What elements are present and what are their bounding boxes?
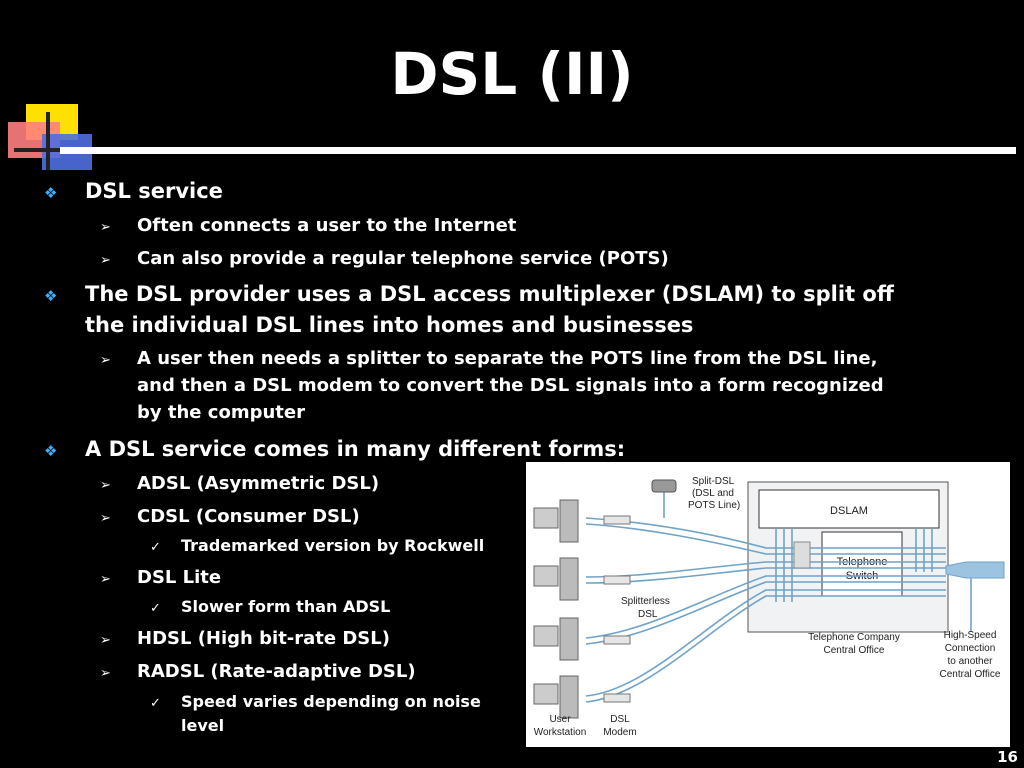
bullet-marker: ❖ — [44, 287, 58, 305]
dslam-box — [758, 489, 940, 529]
workstation-icon — [533, 675, 579, 719]
splitterless-label-2: DSL — [638, 609, 658, 620]
page-number: 16 — [997, 748, 1018, 766]
slide-logo-decoration — [8, 104, 92, 170]
dsl-modems — [603, 515, 631, 703]
sub-bullet-marker: ➢ — [100, 353, 111, 368]
split-dsl-label-2: (DSL and — [692, 488, 734, 499]
bullet-dslam-line1: The DSL provider uses a DSL access multi… — [85, 282, 894, 306]
sub-bullet-marker: ➢ — [100, 478, 111, 493]
dsl-modem-icon — [603, 693, 631, 703]
bullet-forms: A DSL service comes in many different fo… — [85, 437, 626, 461]
diagram-svg: DSLAM Telephone Switch — [533, 476, 1005, 738]
check-marker: ✓ — [150, 601, 161, 616]
user-workstations — [533, 499, 579, 719]
sub-bullet-marker: ➢ — [100, 253, 111, 268]
sub-bullet-internet: Often connects a user to the Internet — [137, 215, 517, 236]
user-label-1: User — [549, 714, 571, 725]
sub-bullet-marker: ➢ — [100, 511, 111, 526]
high-speed-label-1: High-Speed — [944, 630, 997, 641]
detail-speed-line2: level — [181, 716, 225, 735]
check-marker: ✓ — [150, 540, 161, 555]
central-office-label-2: Central Office — [824, 645, 885, 656]
slide-title: DSL (II) — [390, 40, 634, 108]
high-speed-label-2: Connection — [945, 643, 996, 654]
sub-bullet-splitter-line2: and then a DSL modem to convert the DSL … — [137, 375, 884, 396]
dsl-modem-icon — [603, 635, 631, 645]
co-splitter-icon — [793, 541, 811, 569]
title-divider — [60, 147, 1016, 154]
sub-bullet-adsl: ADSL (Asymmetric DSL) — [137, 473, 380, 494]
detail-slower: Slower form than ADSL — [181, 597, 391, 616]
high-speed-label-4: Central Office — [940, 669, 1001, 680]
telephone-switch-box — [821, 531, 903, 597]
bullet-marker: ❖ — [44, 442, 58, 460]
telephone-icon — [651, 479, 677, 493]
dsl-modem-icon — [603, 575, 631, 585]
modem-label-2: Modem — [603, 727, 636, 738]
workstation-icon — [533, 617, 579, 661]
sub-bullet-marker: ➢ — [100, 633, 111, 648]
dsl-network-diagram: DSLAM Telephone Switch — [526, 462, 1010, 747]
high-speed-label-3: to another — [947, 656, 993, 667]
dslam-label: DSLAM — [830, 505, 868, 517]
bullet-dsl-service: DSL service — [85, 179, 223, 203]
sub-bullet-marker: ➢ — [100, 666, 111, 681]
sub-bullet-dsl-lite: DSL Lite — [137, 567, 222, 588]
sub-bullet-cdsl: CDSL (Consumer DSL) — [137, 506, 360, 527]
sub-bullet-splitter-line1: A user then needs a splitter to separate… — [137, 348, 878, 369]
bullet-dslam-line2: the individual DSL lines into homes and … — [85, 313, 694, 337]
dsl-modem-icon — [603, 515, 631, 525]
check-marker: ✓ — [150, 696, 161, 711]
sub-bullet-marker: ➢ — [100, 220, 111, 235]
modem-label-1: DSL — [610, 714, 630, 725]
sub-bullet-hdsl: HDSL (High bit-rate DSL) — [137, 628, 390, 649]
sub-bullet-pots: Can also provide a regular telephone ser… — [137, 248, 669, 269]
dsl-lines — [585, 492, 972, 703]
workstation-icon — [533, 499, 579, 543]
sub-bullet-marker: ➢ — [100, 572, 111, 587]
sub-bullet-splitter-line3: by the computer — [137, 402, 305, 423]
split-dsl-label-3: POTS Line) — [688, 500, 740, 511]
detail-speed-line1: Speed varies depending on noise — [181, 692, 481, 711]
splitterless-label-1: Splitterless — [621, 596, 670, 607]
central-office-label-1: Telephone Company — [808, 632, 900, 643]
workstation-icon — [533, 557, 579, 601]
bullet-marker: ❖ — [44, 184, 58, 202]
high-speed-connection-arrow — [945, 561, 1005, 579]
detail-rockwell: Trademarked version by Rockwell — [181, 536, 485, 555]
split-dsl-label-1: Split-DSL — [692, 476, 735, 487]
sub-bullet-radsl: RADSL (Rate-adaptive DSL) — [137, 661, 416, 682]
user-label-2: Workstation — [534, 727, 587, 738]
